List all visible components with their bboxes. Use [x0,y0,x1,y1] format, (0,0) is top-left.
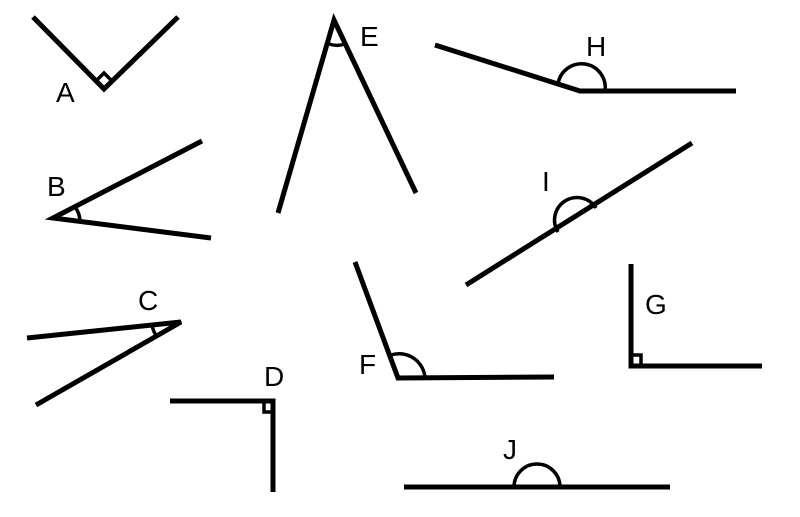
angle-g: G [628,264,762,369]
angle-g-rays [628,264,762,369]
angle-a: A [31,15,180,108]
angle-d: D [170,361,284,492]
angle-b: B [44,138,212,241]
angle-f: F [352,261,555,381]
angle-c: C [26,285,183,408]
angle-d-rays [170,398,276,492]
angle-c-rays [26,319,183,408]
angle-b-label: B [47,171,66,202]
angle-b-rays [44,138,212,241]
angle-a-rays [31,15,180,93]
angle-f-rays [352,261,555,381]
angle-c-label: C [138,285,158,316]
angle-f-label: F [359,349,376,380]
angle-h: H [434,31,736,94]
angle-e: E [275,12,419,214]
angle-j-label: J [503,434,517,465]
angle-g-label: G [645,289,667,320]
angle-arc [328,42,346,48]
angle-h-label: H [586,31,606,62]
right-angle-marker [94,70,114,83]
right-angle-marker [262,401,273,414]
angle-j: J [404,434,670,490]
angle-i: I [464,140,694,288]
angle-a-label: A [56,77,75,108]
angle-e-label: E [360,21,379,52]
angle-arc [390,351,427,379]
angle-arc [552,195,598,233]
angle-arc [512,462,562,488]
right-angle-marker [631,353,643,366]
angle-i-line [464,140,694,288]
angle-h-rays [434,42,736,94]
angle-d-label: D [264,361,284,392]
angle-arc [73,205,82,223]
angle-i-label: I [542,166,550,197]
angle-arc [556,62,608,92]
angle-e-rays [275,12,419,214]
angle-arc [150,324,159,339]
